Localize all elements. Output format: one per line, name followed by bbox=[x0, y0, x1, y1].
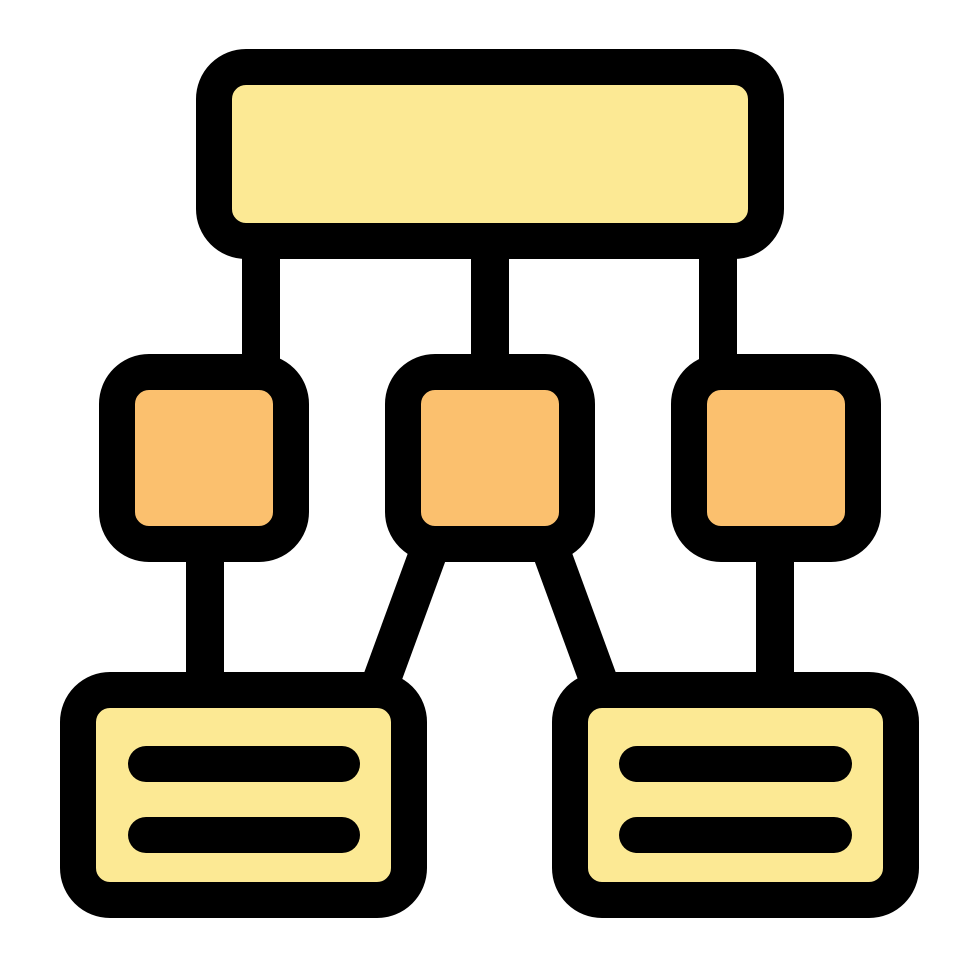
leaf-node-left bbox=[60, 672, 427, 918]
connector-center-to-leaf-left bbox=[360, 541, 448, 697]
leaf-left-lines bbox=[128, 746, 360, 853]
leaf-right-lines bbox=[619, 746, 852, 853]
middle-node-right bbox=[671, 354, 881, 562]
middle-node-center bbox=[385, 354, 595, 562]
leaf-node-right bbox=[552, 672, 919, 918]
top-node bbox=[196, 49, 784, 259]
connector-center-to-leaf-right bbox=[532, 541, 620, 697]
connectors bbox=[186, 240, 794, 697]
middle-node-left bbox=[99, 354, 309, 562]
